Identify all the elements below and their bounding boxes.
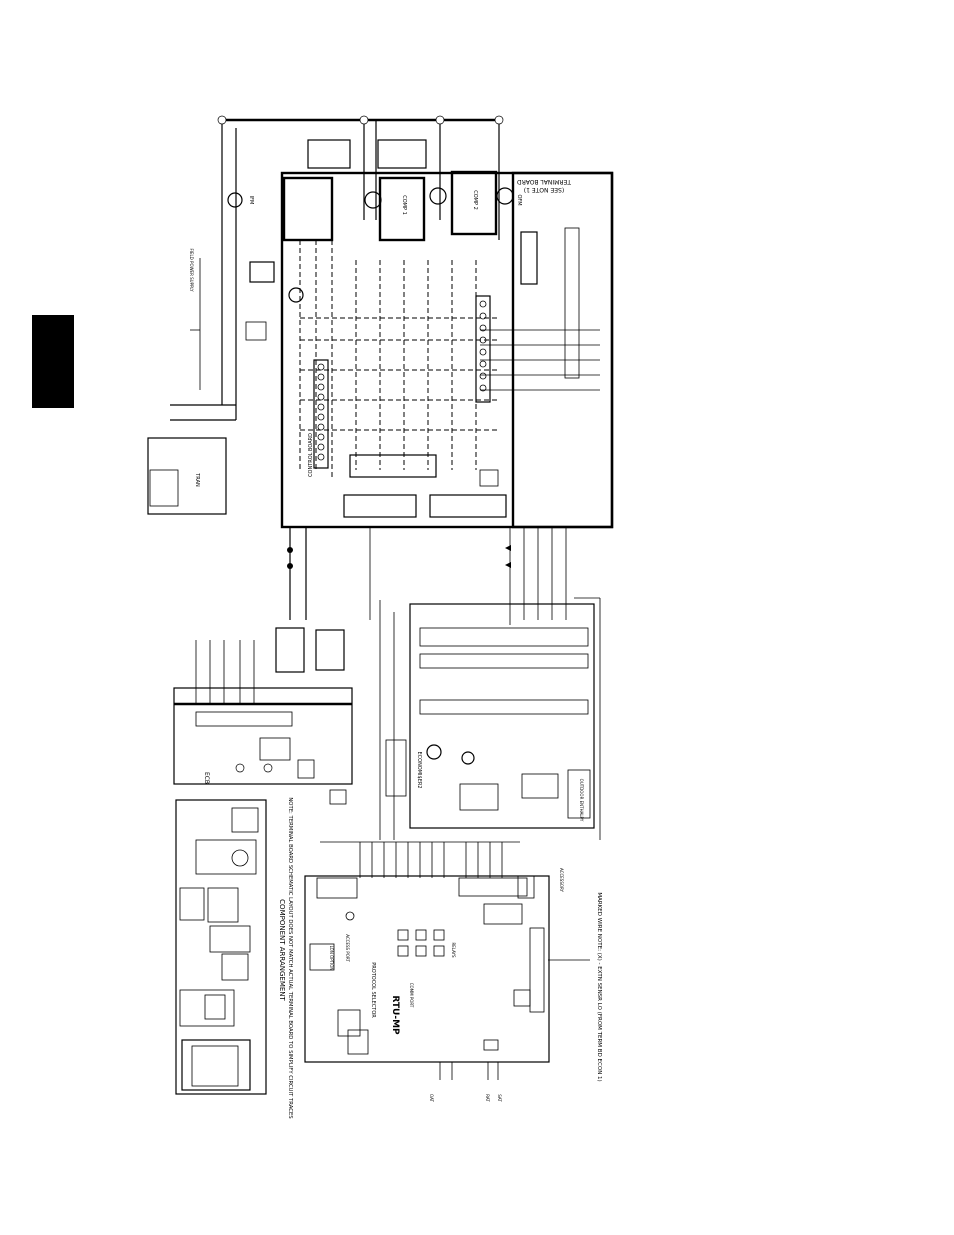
rtu-mp-label: RTU-MP [390, 995, 400, 1035]
lon-option-label: LON OPTION [329, 946, 334, 971]
control-wiring [299, 240, 600, 480]
left-side-components [147, 258, 275, 515]
ecb-section [173, 627, 353, 805]
main-enclosure [280, 171, 614, 529]
section-tab [32, 315, 74, 408]
sat-label: SAT [497, 1094, 502, 1102]
terminal-board-label: TERMINAL BOARD [517, 178, 572, 185]
compressor-2-label: COMP 2 [472, 190, 478, 210]
relays-label: RELAYS [451, 942, 456, 957]
rat-label: RAT [485, 1094, 490, 1102]
terminal-board-note-label: (SEE NOTE 1) [524, 186, 564, 193]
ecb-label: ECB [203, 772, 210, 784]
access-port-label: ACCESS PORT [345, 934, 350, 962]
lower-terminal-blocks [343, 454, 507, 518]
indoor-fan-motor-label: IFM [248, 196, 254, 205]
power-supply-lines [217, 115, 504, 420]
outdoor-fan-motor-label: OFM [516, 194, 522, 205]
protocol-selector-label: PROTOCOL SELECTOR [370, 962, 376, 1018]
component-arrangement [175, 799, 267, 1095]
terminal-board-layout-note: NOTE: TERMINAL BOARD SCHEMATIC LAYOUT DO… [287, 797, 293, 1119]
terminal-board-strip [475, 227, 580, 403]
transformer-label: TRAN [194, 472, 200, 487]
economizer-label: ECONOMI$ER2 [416, 751, 422, 788]
oat-label: OAT [429, 1094, 434, 1103]
component-arrangement-title: COMPONENT ARRANGEMENT [278, 899, 286, 1001]
outdoor-enthalpy-label: OUTDOOR ENTHALPY [579, 779, 584, 822]
control-board-label: CONTROL BOARD [308, 433, 314, 477]
field-power-supply-label: FIELD POWER SUPPLY [189, 248, 194, 292]
accessory-label: ACCESSORY [559, 868, 564, 893]
economizer-section [379, 597, 601, 840]
rtu-mp-board [304, 841, 590, 1080]
marked-wire-note: MARKED WIRE NOTE: (X) - EXTN SENSR LO (F… [596, 892, 602, 1081]
control-board-terminal-strip [313, 359, 329, 469]
comm-port-label: COMM PORT [409, 983, 414, 1008]
compressor-contactor-group [227, 139, 514, 303]
inter-section-wires [287, 527, 567, 625]
compressor-1-label: COMP 1 [401, 195, 407, 215]
